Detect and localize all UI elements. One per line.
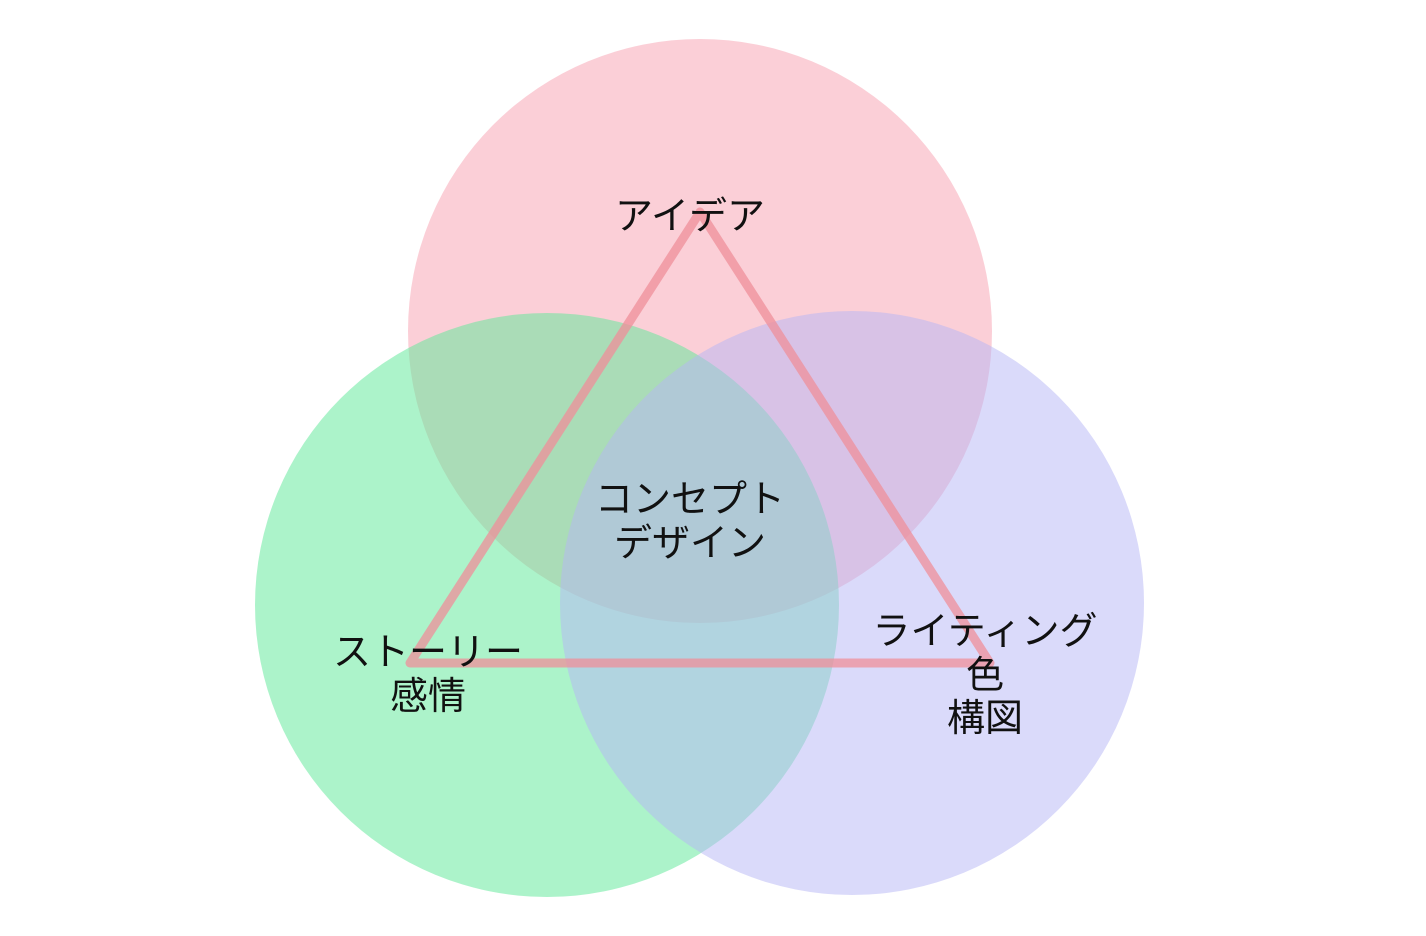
triangle [405, 207, 995, 668]
label-lighting-line3: 構図 [947, 696, 1023, 740]
label-center-line1: コンセプト [595, 477, 785, 521]
label-story-line2: 感情 [390, 674, 466, 718]
label-lighting-line1: ライティング [873, 609, 1098, 653]
circle-lighting [560, 311, 1144, 895]
label-center-line2: デザイン [614, 521, 766, 565]
label-story-line1: ストーリー [333, 630, 523, 674]
label-lighting-line2: 色 [966, 653, 1004, 697]
label-idea: アイデア [615, 194, 765, 238]
